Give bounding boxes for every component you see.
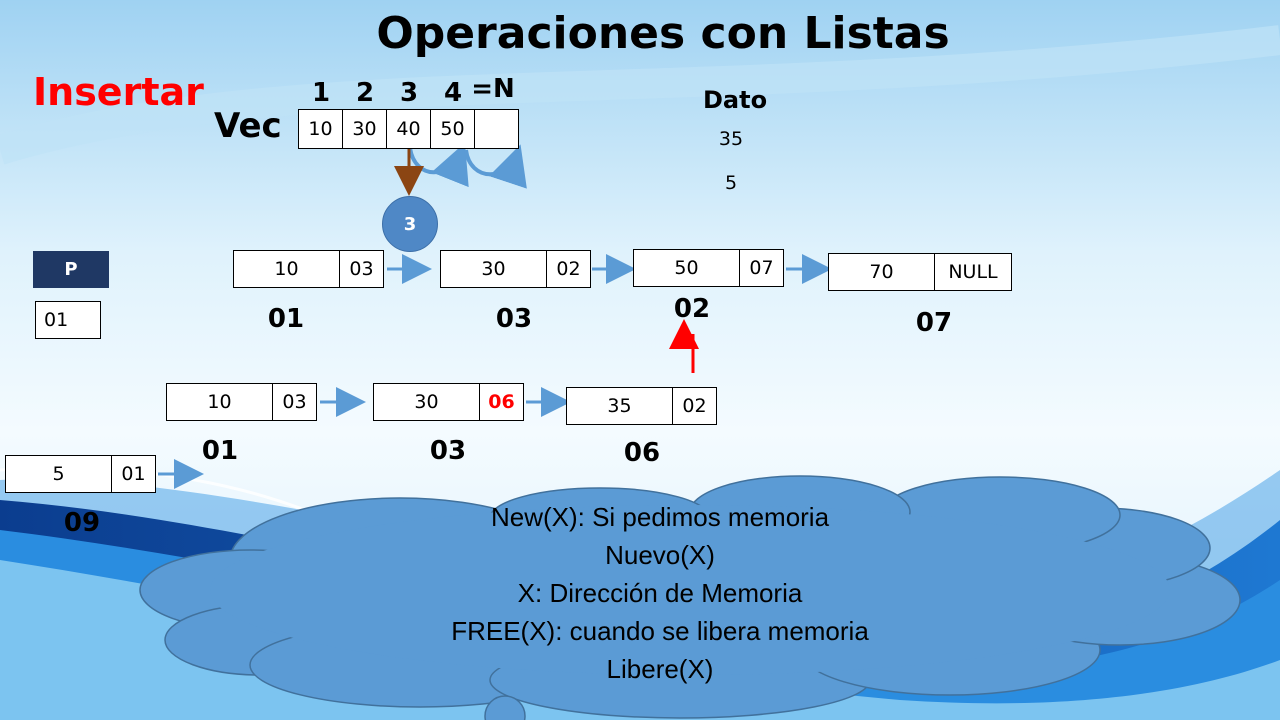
cloud-line: X: Dirección de Memoria: [517, 578, 803, 608]
node-next: 07: [739, 249, 784, 287]
node-address: 09: [63, 508, 101, 538]
node-next: 02: [672, 387, 717, 425]
vector-index: 3: [399, 78, 419, 108]
vector-index: 4: [443, 78, 463, 108]
node-data: 10: [233, 250, 340, 288]
list-node: 30 02: [440, 250, 591, 288]
node-data: 50: [633, 249, 740, 287]
node-next: 02: [546, 250, 591, 288]
node-address: 03: [429, 436, 467, 466]
list-node: 10 03: [166, 383, 317, 421]
node-data: 35: [566, 387, 673, 425]
vector-index-n: =N: [471, 74, 515, 104]
list-node: 10 03: [233, 250, 384, 288]
vector-cell: [474, 109, 519, 149]
vector-index: 1: [311, 78, 331, 108]
cloud-line: FREE(X): cuando se libera memoria: [451, 616, 869, 646]
node-data: 30: [373, 383, 480, 421]
vector-cell: 30: [342, 109, 387, 149]
pointer-value: 01: [35, 301, 101, 339]
dato-value: 35: [718, 128, 744, 150]
vector-array: 10 30 40 50: [298, 109, 519, 149]
node-data: 30: [440, 250, 547, 288]
node-next-updated: 06: [479, 383, 524, 421]
vector-index: 2: [355, 78, 375, 108]
vector-label: Vec: [214, 106, 282, 146]
vector-cell: 40: [386, 109, 431, 149]
section-title: Insertar: [33, 70, 204, 114]
cloud-text: New(X): Si pedimos memoria Nuevo(X) X: D…: [380, 498, 940, 688]
list-node: 35 02: [566, 387, 717, 425]
node-data: 5: [5, 455, 112, 493]
dato-title: Dato: [703, 86, 768, 114]
dato-value: 5: [724, 172, 738, 194]
position-marker: 3: [382, 196, 438, 252]
node-data: 10: [166, 383, 273, 421]
node-address: 02: [673, 294, 711, 324]
shift-arrow-2: [464, 144, 527, 189]
node-address: 07: [915, 308, 953, 338]
node-address: 03: [495, 304, 533, 334]
list-node: 70 NULL: [828, 253, 1012, 291]
node-address: 01: [201, 436, 239, 466]
cloud-line: Libere(X): [606, 654, 714, 684]
shift-arrow-1: [408, 142, 469, 188]
node-next: 01: [111, 455, 156, 493]
vector-cell: 10: [298, 109, 343, 149]
node-data: 70: [828, 253, 935, 291]
slide-title: Operaciones con Listas: [376, 8, 950, 59]
node-next: 03: [339, 250, 384, 288]
list-node: 30 06: [373, 383, 524, 421]
vector-cell: 50: [430, 109, 475, 149]
node-address: 01: [267, 304, 305, 334]
cloud-line: Nuevo(X): [605, 540, 715, 570]
node-address: 06: [623, 438, 661, 468]
pointer-label: P: [33, 251, 109, 288]
list-node: 50 07: [633, 249, 784, 287]
list-node-new-head: 5 01: [5, 455, 156, 493]
node-next: NULL: [934, 253, 1012, 291]
node-next: 03: [272, 383, 317, 421]
cloud-line: New(X): Si pedimos memoria: [490, 502, 830, 532]
